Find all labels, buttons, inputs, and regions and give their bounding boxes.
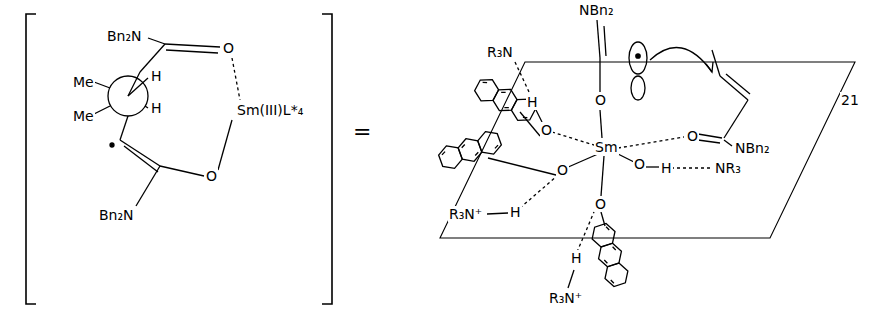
- atom-label: O: [540, 122, 553, 138]
- group-label: R₃N: [486, 44, 514, 60]
- group-label: Me: [72, 74, 95, 90]
- group-label: Bn₂N: [98, 207, 135, 223]
- atom-label: O: [594, 196, 607, 212]
- atom-label: H: [509, 204, 522, 220]
- group-label: Bn₂N: [106, 28, 143, 44]
- equals-sign: =: [352, 120, 372, 144]
- atom-label: O: [633, 156, 646, 172]
- atom-label: H: [526, 94, 539, 110]
- group-label: NBn₂: [734, 140, 771, 156]
- atom-label: O: [556, 162, 569, 178]
- metal-label: Sm: [594, 139, 619, 155]
- group-label: NBn₂: [578, 2, 615, 18]
- atom-label: H: [660, 160, 673, 176]
- group-label: R₃N⁺: [448, 206, 483, 222]
- atom-label: H: [150, 100, 163, 116]
- group-label: R₃N⁺: [548, 290, 583, 306]
- atom-label: H: [150, 68, 163, 84]
- atom-label: H: [570, 250, 583, 266]
- group-label: NR₃: [714, 160, 742, 176]
- atom-label: O: [222, 40, 235, 56]
- atom-label: O: [205, 168, 218, 184]
- metal-label: Sm(III)L*₄: [236, 102, 304, 118]
- group-label: Me: [72, 108, 95, 124]
- compound-number: 21: [840, 92, 860, 108]
- atom-label: O: [594, 92, 607, 108]
- atom-label: O: [686, 128, 699, 144]
